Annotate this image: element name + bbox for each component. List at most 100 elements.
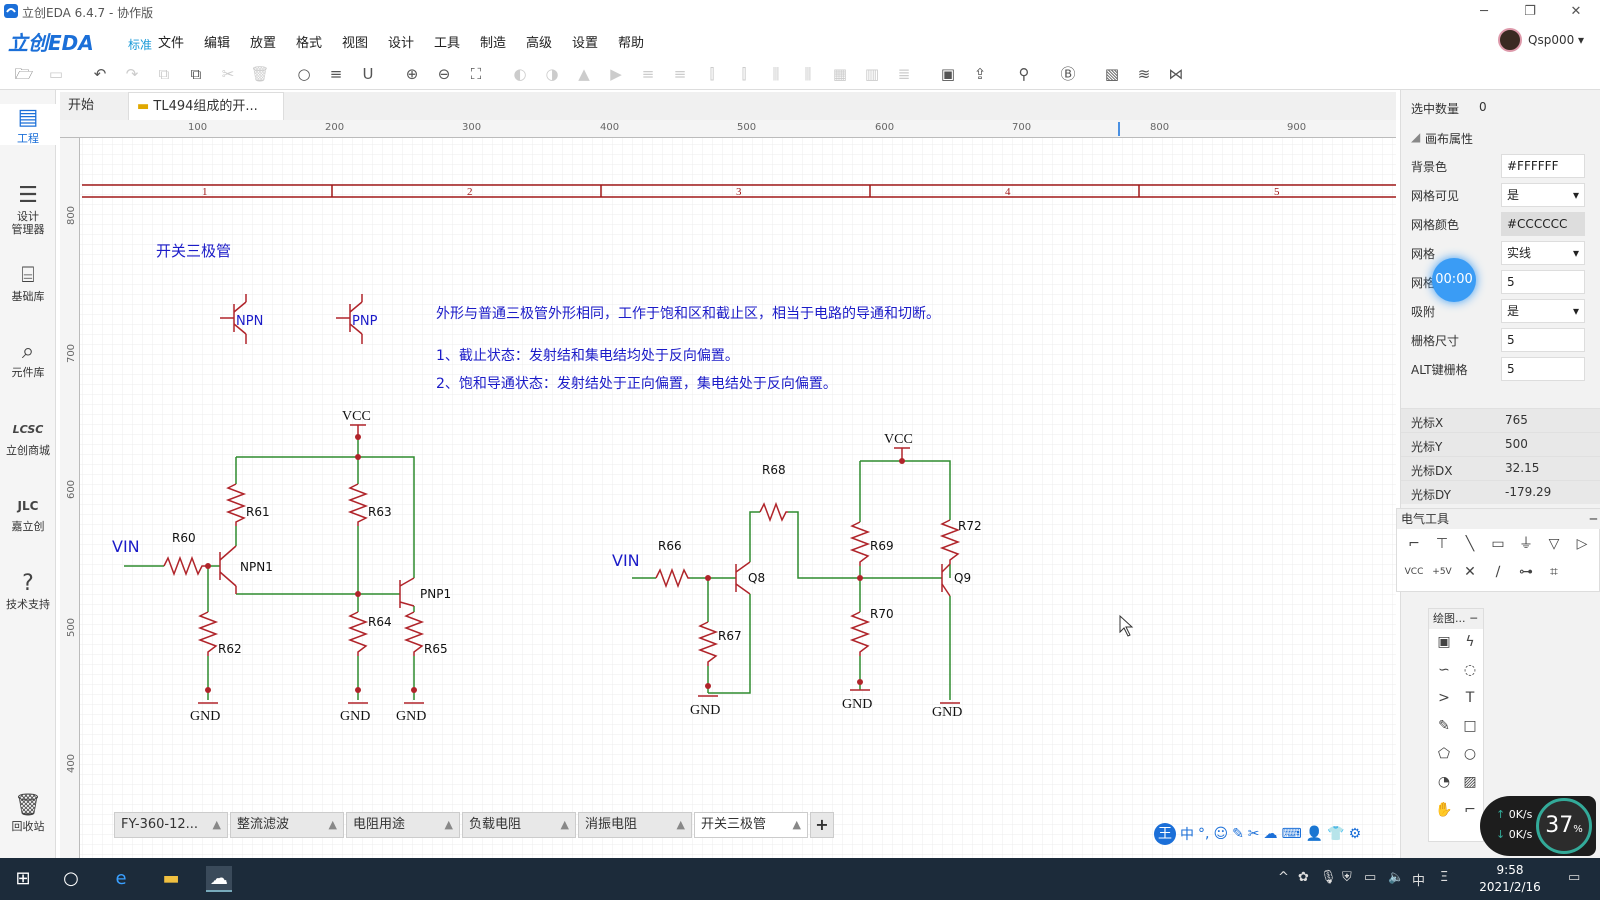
bezier-tool-icon[interactable]: ∽ bbox=[1438, 662, 1450, 678]
collapse-triangle-icon[interactable]: ◢ bbox=[1411, 130, 1421, 144]
pan-tool-icon[interactable]: ✋ bbox=[1435, 802, 1453, 818]
text-tool-icon[interactable]: T bbox=[1465, 690, 1475, 706]
sheet-tab[interactable]: 负载电阻▲ bbox=[462, 812, 576, 838]
frame-tool-icon[interactable]: ▣ bbox=[1437, 634, 1451, 650]
start-icon[interactable]: ⊞ bbox=[15, 868, 31, 889]
zoom-in-icon[interactable]: ⊕ bbox=[405, 65, 419, 83]
add-sheet-button[interactable]: + bbox=[810, 812, 834, 838]
ime-user-icon[interactable]: 👤 bbox=[1305, 826, 1324, 842]
delete-icon[interactable]: 🗑 bbox=[250, 65, 270, 83]
ime-pen-icon[interactable]: ✎ bbox=[1232, 826, 1244, 842]
align-top-icon[interactable]: ≡ bbox=[673, 65, 687, 83]
nav-basic-library[interactable]: ⌸基础库 bbox=[0, 262, 56, 303]
sheet-tab[interactable]: 整流滤波▲ bbox=[230, 812, 344, 838]
circle-tool-icon[interactable]: ○ bbox=[1463, 746, 1477, 762]
unit-icon[interactable]: U bbox=[362, 65, 374, 83]
distribute-h-icon[interactable]: ⫼ bbox=[772, 65, 780, 83]
ground-icon[interactable]: ⏚ bbox=[1519, 536, 1533, 552]
shield-icon[interactable]: ⛨ bbox=[1342, 870, 1352, 885]
align-right-icon[interactable]: ≡ bbox=[641, 65, 655, 83]
sheet-tab[interactable]: 电阻用途▲ bbox=[346, 812, 460, 838]
arrow-tool-icon[interactable]: > bbox=[1438, 690, 1450, 706]
vcc-icon[interactable]: VCC bbox=[1404, 567, 1424, 577]
pin-tool-icon[interactable]: ⊶ bbox=[1519, 564, 1533, 580]
fit-view-icon[interactable]: ⛶ bbox=[470, 65, 482, 83]
menu-file[interactable]: 文件 bbox=[158, 36, 185, 51]
component-icon[interactable]: ⌗ bbox=[1550, 564, 1558, 580]
distribute-v-icon[interactable]: ⫼ bbox=[804, 65, 812, 83]
sheet-tab-active[interactable]: 开关三极管▲ bbox=[694, 812, 808, 838]
sheet-tab[interactable]: 消振电阻▲ bbox=[578, 812, 692, 838]
close-button[interactable]: ✕ bbox=[1570, 4, 1582, 19]
flip-icon[interactable]: ◑ bbox=[545, 65, 559, 83]
pie-tool-icon[interactable]: ◔ bbox=[1437, 774, 1451, 790]
ie-icon[interactable]: e bbox=[115, 868, 127, 889]
image-icon[interactable]: ▣ bbox=[940, 65, 956, 83]
alt-snap-input[interactable]: 5 bbox=[1501, 357, 1585, 381]
polygon-tool-icon[interactable]: ⬠ bbox=[1437, 746, 1451, 762]
freehand-tool-icon[interactable]: ✎ bbox=[1438, 718, 1450, 734]
search-icon[interactable]: ○ bbox=[297, 65, 311, 83]
cut-icon[interactable]: ✂ bbox=[221, 65, 235, 83]
polyline-tool-icon[interactable]: ϟ bbox=[1465, 634, 1475, 650]
ime-indicator[interactable]: 中 bbox=[1412, 874, 1426, 889]
open-icon[interactable]: 🗁 bbox=[14, 65, 34, 83]
ime-cut-icon[interactable]: ✂ bbox=[1247, 826, 1260, 842]
menu-design[interactable]: 设计 bbox=[388, 36, 415, 51]
align-center-icon[interactable]: ⫿ bbox=[741, 65, 747, 83]
snap-select[interactable]: 是 bbox=[1501, 299, 1585, 323]
netport-icon[interactable]: ▽ bbox=[1548, 536, 1560, 552]
nav-support[interactable]: ?技术支持 bbox=[0, 570, 56, 611]
tab-start[interactable]: 开始 bbox=[68, 98, 95, 113]
net-label-icon[interactable]: ▭ bbox=[1491, 536, 1505, 552]
ime-emoji-icon[interactable]: ☺ bbox=[1213, 826, 1229, 842]
export-icon[interactable]: ⇪ bbox=[973, 65, 987, 83]
ime-cloud-icon[interactable]: ☁ bbox=[1263, 826, 1278, 842]
layers-icon[interactable]: ≋ bbox=[1137, 65, 1151, 83]
ime-tray-icon[interactable]: Ξ bbox=[1440, 870, 1449, 885]
notification-icon[interactable]: ▭ bbox=[1568, 870, 1581, 885]
bus-icon[interactable]: ⊤ bbox=[1435, 536, 1449, 552]
easyeda-taskbar-icon[interactable]: ☁ bbox=[206, 866, 232, 892]
ime-settings-icon[interactable]: ⚙ bbox=[1348, 826, 1362, 842]
menu-tools[interactable]: 工具 bbox=[434, 36, 461, 51]
align-left-icon[interactable]: ▶ bbox=[610, 65, 622, 83]
grid-size-input[interactable]: 5 bbox=[1501, 270, 1585, 294]
pcb-icon[interactable]: ▧ bbox=[1104, 65, 1120, 83]
plus5v-icon[interactable]: +5V bbox=[1432, 567, 1452, 577]
cortana-icon[interactable]: ○ bbox=[63, 868, 79, 889]
drag-tool-icon[interactable]: ⌐ bbox=[1464, 802, 1476, 818]
user-menu[interactable]: Qsp000 ▾ bbox=[1498, 28, 1584, 52]
zoom-out-icon[interactable]: ⊖ bbox=[437, 65, 451, 83]
undo-icon[interactable]: ↶ bbox=[93, 65, 107, 83]
save-icon[interactable]: ▭ bbox=[48, 65, 64, 83]
paste-icon[interactable]: ⧉ bbox=[190, 65, 202, 83]
nav-project[interactable]: ▤工程 bbox=[0, 104, 56, 145]
mic-icon[interactable]: 🎙 bbox=[1320, 870, 1337, 885]
bgcolor-input[interactable]: #FFFFFF bbox=[1501, 154, 1585, 178]
no-connect-icon[interactable]: ✕ bbox=[1464, 564, 1476, 580]
collapse-button[interactable]: ─ bbox=[1470, 612, 1477, 625]
ime-skin-icon[interactable]: 👕 bbox=[1327, 826, 1345, 842]
tray-up-icon[interactable]: ^ bbox=[1278, 870, 1289, 885]
grid-visible-select[interactable]: 是 bbox=[1501, 183, 1585, 207]
menu-settings[interactable]: 设置 bbox=[572, 36, 599, 51]
menu-advanced[interactable]: 高级 bbox=[526, 36, 553, 51]
rect-tool-icon[interactable]: □ bbox=[1463, 718, 1477, 734]
menu-help[interactable]: 帮助 bbox=[618, 36, 645, 51]
layer-icon[interactable]: ≣ bbox=[897, 65, 911, 83]
collapse-button[interactable]: ─ bbox=[1589, 512, 1597, 526]
snap-size-input[interactable]: 5 bbox=[1501, 328, 1585, 352]
tab-document[interactable]: ▬ TL494组成的开... bbox=[128, 92, 284, 120]
grid-color-input[interactable]: #CCCCCC bbox=[1501, 212, 1585, 236]
probe-icon[interactable]: ∕ bbox=[1495, 564, 1501, 580]
bar-icon[interactable]: ▥ bbox=[864, 65, 880, 83]
bom-icon[interactable]: Ⓑ bbox=[1060, 65, 1076, 83]
sheet-tab[interactable]: FY-360-12...▲ bbox=[114, 812, 228, 838]
restore-button[interactable]: ❐ bbox=[1524, 4, 1536, 19]
share-icon[interactable]: ⋈ bbox=[1168, 65, 1184, 83]
copy-icon[interactable]: ⧉ bbox=[158, 65, 170, 83]
menu-format[interactable]: 格式 bbox=[296, 36, 323, 51]
